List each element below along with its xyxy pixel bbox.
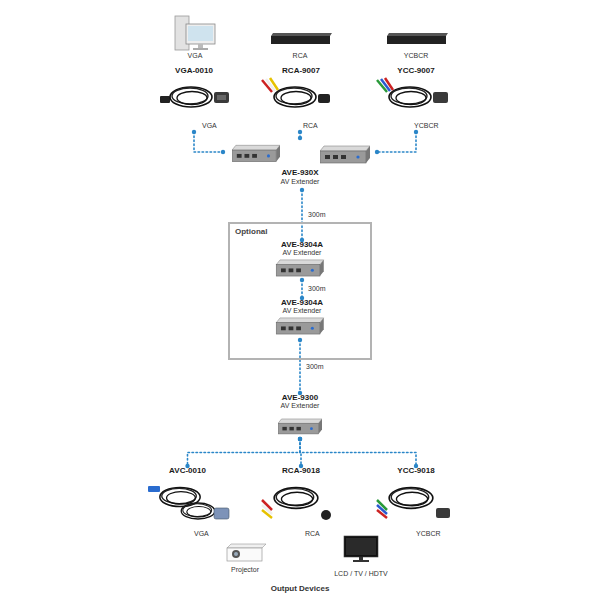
signal-label: RCA	[305, 530, 320, 538]
dotted-connector	[188, 439, 301, 466]
endpoint-dot	[298, 130, 302, 134]
device-label: YCC-9007	[368, 66, 464, 75]
device-label: RCA-9007	[253, 66, 349, 75]
computer-device: VGA	[163, 10, 227, 62]
dotted-connector	[377, 132, 416, 152]
optional-group: AVE-9304AAV ExtenderAVE-9304AAV Extender…	[228, 222, 372, 360]
device-label: VGA-0010	[146, 66, 242, 75]
computer-icon	[175, 16, 215, 50]
signal-label: YCBCR	[416, 530, 441, 538]
caption-label: Output Devices	[250, 584, 350, 593]
vga-cable	[160, 87, 229, 107]
endpoint-dot	[375, 150, 379, 154]
endpoint-dot	[414, 130, 418, 134]
endpoint-dot	[300, 188, 304, 192]
endpoint-dot	[192, 130, 196, 134]
rca-output-cable: RCA-9018RCA	[253, 466, 349, 540]
display-device: LCD / TV / HDTV	[316, 536, 406, 580]
rca-cable	[262, 78, 330, 107]
endpoint-dot	[298, 437, 302, 441]
device-label: VGA	[163, 52, 227, 60]
signal-label: YCBCR	[414, 122, 439, 130]
extender-unit	[276, 260, 324, 276]
vga-output-cable	[148, 486, 229, 519]
dotted-connector	[299, 340, 301, 393]
signal-label: AV Extender	[260, 307, 344, 315]
av-extender: AVE-9300AV Extender	[258, 393, 342, 439]
ycbcr-output-cable: YCC-9018YCBCR	[368, 466, 464, 540]
lcd-tv-icon	[344, 536, 378, 562]
device-label: AVE-9304A	[260, 240, 344, 249]
device-label: RCA	[260, 52, 340, 60]
endpoint-dot	[298, 437, 302, 441]
device-label: Projector	[210, 566, 280, 574]
distance-label: 300m	[307, 285, 327, 293]
av-extender: AVE-930XAV Extender	[223, 138, 377, 190]
device-label: YCC-9018	[368, 466, 464, 475]
ycbcr-cable	[377, 78, 448, 107]
device-label: RCA-9018	[253, 466, 349, 475]
ycbcr-source-box	[387, 33, 448, 44]
distance-label: 300m	[307, 211, 327, 219]
signal-label: AV Extender	[260, 249, 344, 257]
distance-label: 300m	[305, 363, 325, 371]
endpoint-dot	[221, 150, 225, 154]
signal-label: VGA	[194, 530, 209, 538]
device-label: LCD / TV / HDTV	[316, 570, 406, 578]
ycbcr-cable: YCC-9007YCBCR	[368, 66, 464, 132]
signal-label: VGA	[202, 122, 217, 130]
projector-device: Projector	[210, 542, 280, 578]
signal-label: RCA	[303, 122, 318, 130]
endpoint-dot	[298, 437, 302, 441]
av-extender: AVE-9304AAV Extender	[260, 240, 344, 280]
extender-unit	[232, 145, 280, 161]
rca-cable: RCA-9007RCA	[253, 66, 349, 132]
rca-output-cable	[262, 488, 331, 520]
extender-unit	[276, 318, 324, 334]
device-label: AVE-9300	[258, 393, 342, 402]
endpoint-dot	[298, 136, 302, 140]
device-label: AVE-930X	[223, 168, 377, 177]
device-label: AVE-9304A	[260, 298, 344, 307]
dotted-connector	[300, 439, 416, 466]
device-label: AVC-0010	[138, 466, 237, 475]
dotted-connector	[301, 190, 303, 240]
ycbcr-output-cable	[377, 488, 450, 518]
projector-icon	[227, 544, 266, 561]
device-label: Optional	[235, 227, 267, 236]
extender-unit	[278, 419, 322, 434]
dotted-connector	[194, 132, 223, 152]
vga-output-cable: AVC-0010VGA	[138, 466, 237, 540]
av-extender: AVE-9304AAV Extender	[260, 298, 344, 340]
rca-source: RCA	[260, 28, 340, 62]
extender-unit	[320, 146, 370, 163]
rca-source-box	[271, 33, 332, 44]
ycbcr-source: YCBCR	[376, 28, 456, 62]
signal-label: AV Extender	[258, 402, 342, 410]
endpoint-dot	[300, 278, 304, 282]
vga-cable: VGA-0010VGA	[146, 66, 242, 132]
signal-label: AV Extender	[223, 178, 377, 186]
device-label: YCBCR	[376, 52, 456, 60]
dotted-connector	[301, 280, 303, 298]
endpoint-dot	[298, 338, 302, 342]
